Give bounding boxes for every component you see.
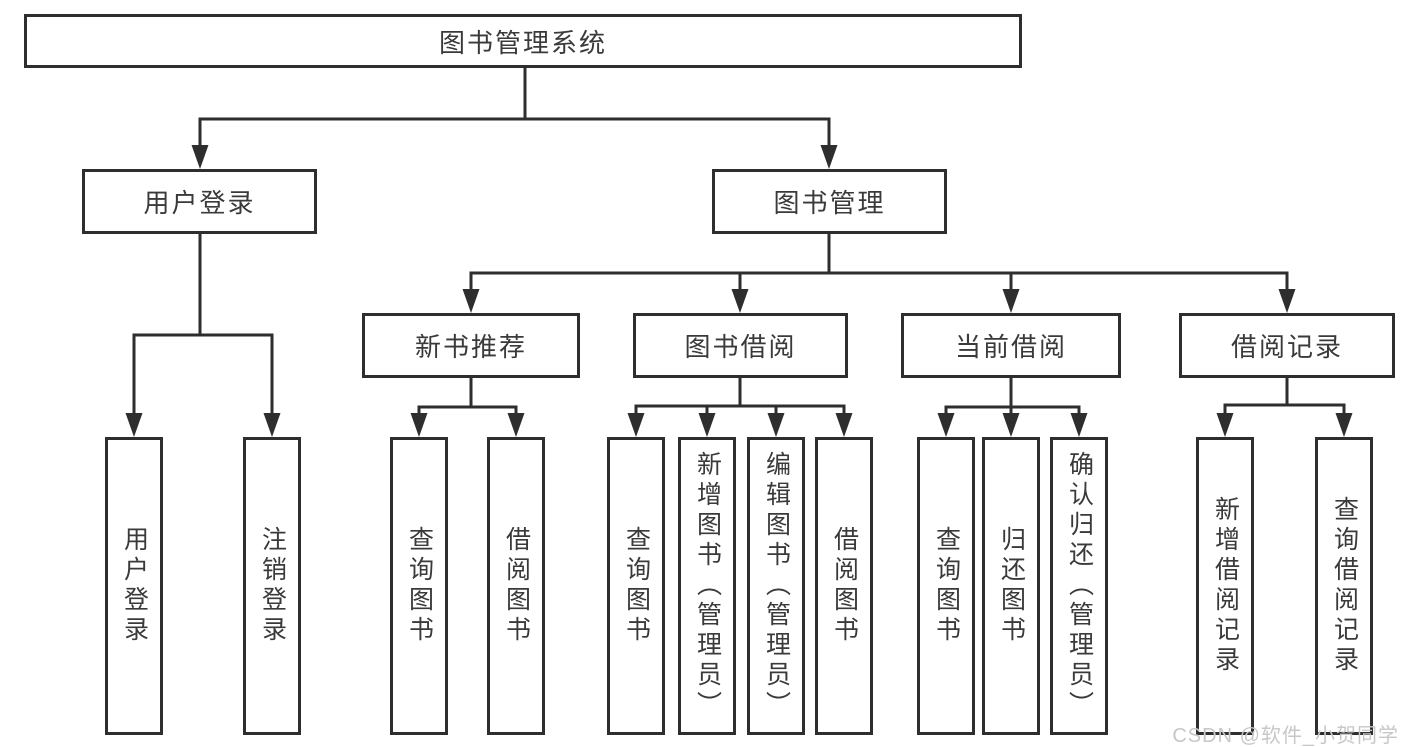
node-library-management-system: 图书管理系统 bbox=[24, 14, 1022, 68]
node-user-login-branch: 用户登录 bbox=[82, 169, 317, 234]
node-new-book-recommend: 新书推荐 bbox=[362, 313, 580, 378]
connector-new-book-recommend-to-leaves bbox=[410, 376, 525, 437]
connector-book-management-to-level3 bbox=[462, 232, 1296, 313]
node-borrow-edit-books-admin: 编辑图书（管理员） bbox=[747, 437, 805, 735]
node-book-management-branch: 图书管理 bbox=[712, 169, 947, 234]
connector-current-borrow-to-leaves bbox=[937, 376, 1088, 437]
node-borrow-records: 借阅记录 bbox=[1179, 313, 1395, 378]
node-recommend-borrow-books: 借阅图书 bbox=[487, 437, 545, 735]
csdn-watermark: CSDN @软件_小贺同学 bbox=[1172, 725, 1399, 747]
node-current-confirm-return-admin: 确认归还（管理员） bbox=[1050, 437, 1108, 735]
node-current-return-books: 归还图书 bbox=[982, 437, 1040, 735]
node-borrow-add-books-admin: 新增图书（管理员） bbox=[678, 437, 736, 735]
connector-book-borrow-to-leaves bbox=[627, 376, 853, 437]
connector-borrow-records-to-leaves bbox=[1216, 376, 1353, 437]
connector-root-to-level2 bbox=[191, 66, 838, 169]
node-recommend-query-books: 查询图书 bbox=[390, 437, 448, 735]
node-borrow-query-books: 查询图书 bbox=[607, 437, 665, 735]
node-borrow-borrow-books: 借阅图书 bbox=[815, 437, 873, 735]
node-logout-leaf: 注销登录 bbox=[243, 437, 301, 735]
node-records-add-borrow-record: 新增借阅记录 bbox=[1196, 437, 1254, 735]
node-book-borrow: 图书借阅 bbox=[633, 313, 848, 378]
connector-user-login-to-leaves bbox=[125, 232, 281, 437]
node-records-query-borrow-record: 查询借阅记录 bbox=[1315, 437, 1373, 735]
node-current-borrow: 当前借阅 bbox=[901, 313, 1121, 378]
node-user-login-leaf: 用户登录 bbox=[105, 437, 163, 735]
node-current-query-books: 查询图书 bbox=[917, 437, 975, 735]
